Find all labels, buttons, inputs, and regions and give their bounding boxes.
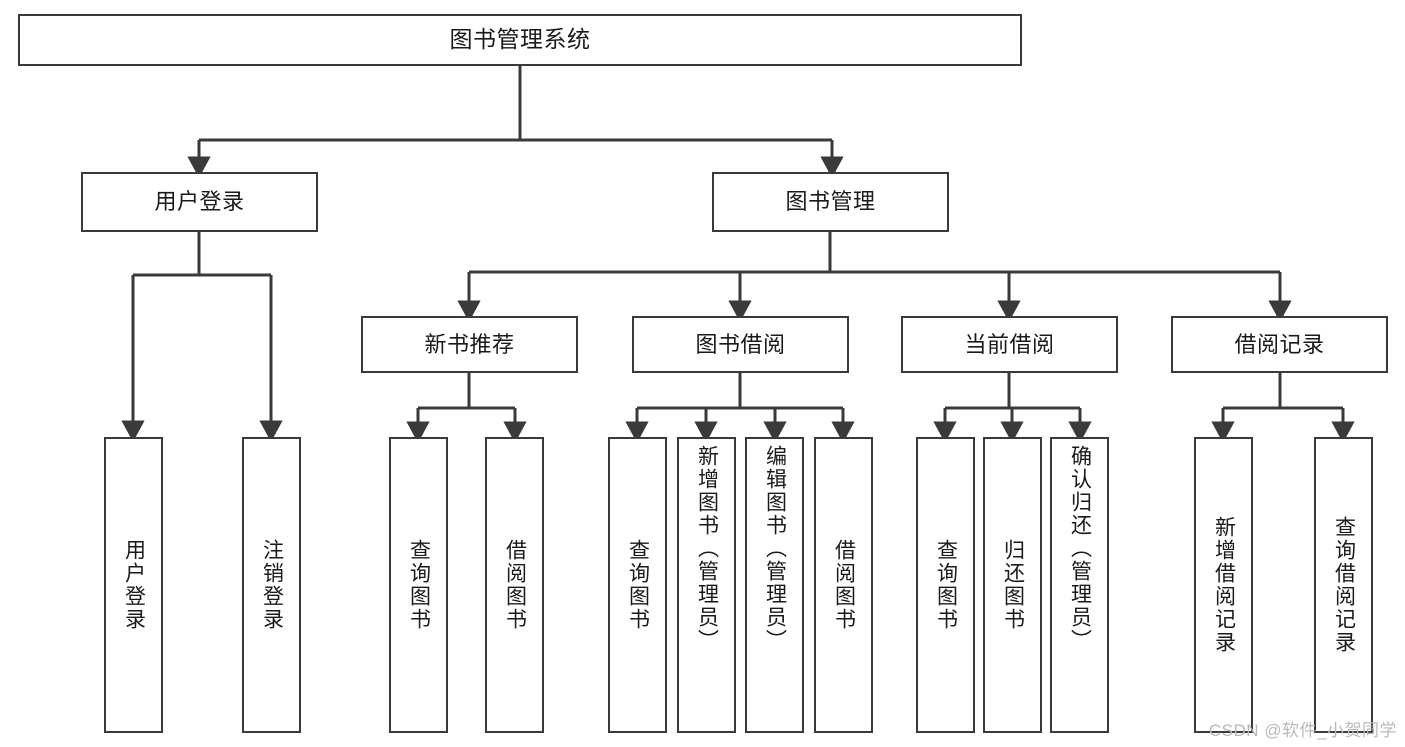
node-leaf-return-book[interactable]: 归还图书 xyxy=(983,437,1042,733)
node-leaf-query-record[interactable]: 查询借阅记录 xyxy=(1314,437,1373,733)
node-leaf-query-book-3-label: 查询图书 xyxy=(934,539,958,631)
node-leaf-logout-label: 注销登录 xyxy=(260,539,284,631)
node-leaf-confirm-return-label: 确认归还（管理员） xyxy=(1068,445,1092,652)
node-book-borrow[interactable]: 图书借阅 xyxy=(632,316,849,373)
node-new-book-recommend-label: 新书推荐 xyxy=(424,331,515,357)
watermark: CSDN @软件_小贺同学 xyxy=(1208,721,1397,740)
node-leaf-add-book-label: 新增图书（管理员） xyxy=(695,445,719,652)
node-leaf-edit-book[interactable]: 编辑图书（管理员） xyxy=(745,437,804,733)
node-leaf-borrow-book-1[interactable]: 借阅图书 xyxy=(485,437,544,733)
node-leaf-edit-book-label: 编辑图书（管理员） xyxy=(763,445,787,652)
node-leaf-user-login-label: 用户登录 xyxy=(122,539,146,631)
node-current-borrow[interactable]: 当前借阅 xyxy=(901,316,1118,373)
node-leaf-query-record-label: 查询借阅记录 xyxy=(1332,516,1356,654)
node-leaf-borrow-book-2-label: 借阅图书 xyxy=(832,539,856,631)
node-leaf-logout[interactable]: 注销登录 xyxy=(242,437,301,733)
node-leaf-borrow-book-1-label: 借阅图书 xyxy=(503,539,527,631)
node-book-borrow-label: 图书借阅 xyxy=(695,331,786,357)
node-root-label: 图书管理系统 xyxy=(449,26,591,53)
node-new-book-recommend[interactable]: 新书推荐 xyxy=(361,316,578,373)
node-book-management-label: 图书管理 xyxy=(785,189,876,215)
node-leaf-user-login[interactable]: 用户登录 xyxy=(104,437,163,733)
node-borrow-record[interactable]: 借阅记录 xyxy=(1171,316,1388,373)
node-leaf-add-record[interactable]: 新增借阅记录 xyxy=(1194,437,1253,733)
node-leaf-return-book-label: 归还图书 xyxy=(1001,539,1025,631)
node-leaf-query-book-2[interactable]: 查询图书 xyxy=(608,437,667,733)
node-book-management[interactable]: 图书管理 xyxy=(712,172,949,232)
node-leaf-query-book-2-label: 查询图书 xyxy=(626,539,650,631)
node-leaf-query-book-1-label: 查询图书 xyxy=(407,539,431,631)
node-user-login-label: 用户登录 xyxy=(154,189,245,215)
node-leaf-add-record-label: 新增借阅记录 xyxy=(1212,516,1236,654)
node-leaf-borrow-book-2[interactable]: 借阅图书 xyxy=(814,437,873,733)
node-root[interactable]: 图书管理系统 xyxy=(18,14,1022,66)
node-current-borrow-label: 当前借阅 xyxy=(964,331,1055,357)
node-leaf-query-book-3[interactable]: 查询图书 xyxy=(916,437,975,733)
node-user-login[interactable]: 用户登录 xyxy=(81,172,318,232)
node-leaf-add-book[interactable]: 新增图书（管理员） xyxy=(677,437,736,733)
node-leaf-query-book-1[interactable]: 查询图书 xyxy=(389,437,448,733)
node-leaf-confirm-return[interactable]: 确认归还（管理员） xyxy=(1050,437,1109,733)
node-borrow-record-label: 借阅记录 xyxy=(1234,331,1325,357)
